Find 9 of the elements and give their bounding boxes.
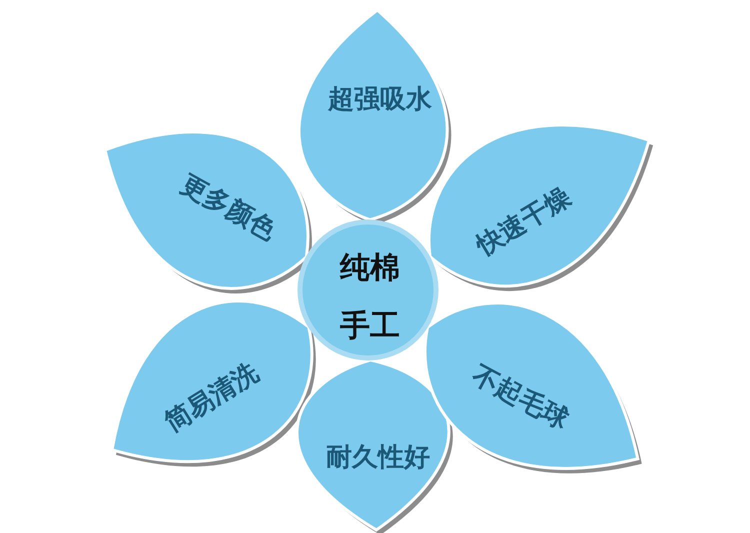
center-label: 手工 [340, 310, 400, 342]
petal-label: 快速干燥 [472, 182, 576, 262]
center-circle [297, 219, 439, 361]
petal-label: 简易清洗 [160, 358, 264, 438]
petal-label: 更多颜色 [176, 170, 280, 246]
petal-label: 耐久性好 [326, 444, 430, 472]
petal-label: 超强吸水 [328, 86, 432, 114]
center-label: 纯棉 [340, 252, 400, 284]
petal-label: 不起毛球 [467, 360, 573, 436]
